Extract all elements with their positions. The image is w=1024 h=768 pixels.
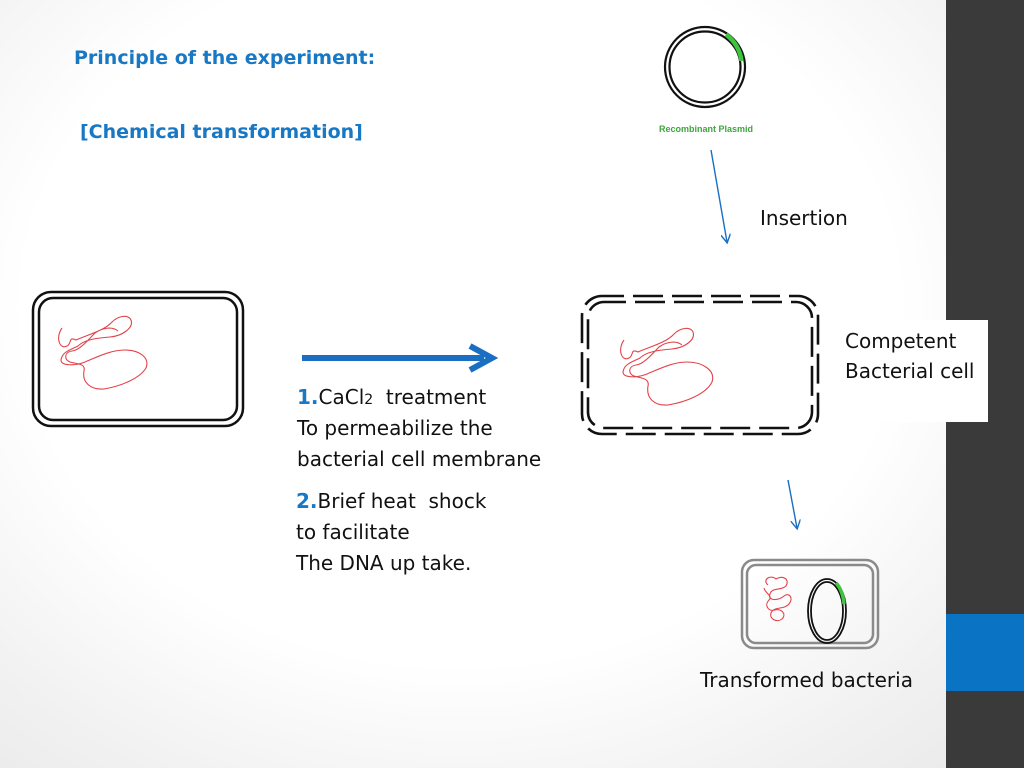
step-2-heading: 2.Brief heat shock [296,486,486,517]
plasmid-label: Recombinant Plasmid [659,124,753,134]
slide-subtitle: [Chemical transformation] [80,121,363,143]
step-1-heading: 1.CaCl2 treatment [297,382,486,416]
transformed-plasmid-insert [834,581,846,605]
competent-label-box [838,320,988,422]
bacterial-cell-initial [31,290,245,428]
insertion-arrow [710,149,727,242]
transformed-bacterium [740,558,880,650]
bacterial-chromosome-dna [58,315,148,390]
insertion-label: Insertion [760,206,848,230]
transformation-arrow [787,479,797,528]
treatment-arrow [302,343,499,373]
step-2-first-line: Brief heat shock [317,489,487,513]
step-1-line-2: bacterial cell membrane [297,447,542,471]
step-1-chemical-subscript: 2 [364,392,374,408]
step-2-line-1: to facilitate [296,520,410,544]
step-1-line-1: To permeabilize the [297,416,493,440]
transformed-chromosome-dna [763,576,792,622]
step-1-number: 1. [297,385,319,409]
step-1-chemical: CaCl [318,385,365,409]
recombinant-plasmid [663,25,747,109]
competent-label-line2: Bacterial cell [845,359,975,383]
step-1-treatment: treatment [373,385,487,409]
plasmid-insert-segment [724,32,744,62]
slide-title: Principle of the experiment: [74,47,376,69]
bacterial-cell-competent [580,294,820,436]
step-2-number: 2. [296,489,318,513]
competent-chromosome-dna [620,327,714,406]
transformed-label: Transformed bacteria [700,668,913,692]
step-2-line-2: The DNA up take. [296,551,472,575]
sidebar-accent-block [946,614,1024,691]
competent-label-line1: Competent [845,329,957,353]
